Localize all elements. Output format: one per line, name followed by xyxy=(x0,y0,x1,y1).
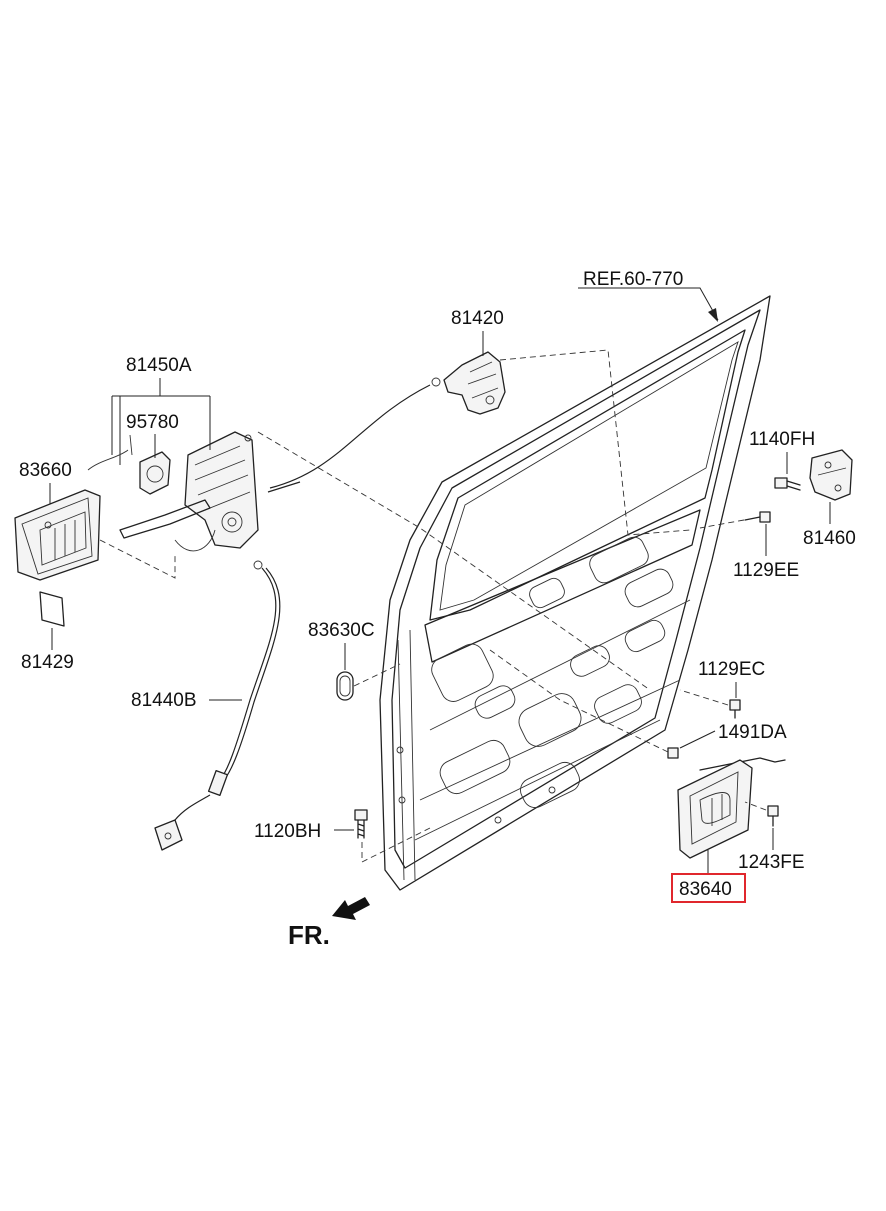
label-81460: 81460 xyxy=(803,528,856,549)
label-ref-60-770: REF.60-770 xyxy=(583,269,683,290)
screw-1129ec xyxy=(729,699,741,719)
label-1140fh: 1140FH xyxy=(749,429,815,450)
leader-81450a xyxy=(111,378,211,465)
door-panel xyxy=(379,295,771,891)
pad-81429 xyxy=(39,591,65,627)
arrowhead-ref xyxy=(708,308,718,322)
outside-handle-83660 xyxy=(14,489,101,581)
rod-1491da xyxy=(667,747,786,771)
latch-assembly-81450a xyxy=(119,431,259,552)
dashed-1120bh-to-door xyxy=(361,827,431,863)
dashed-81450a-to-door xyxy=(257,431,651,691)
inside-handle-83640 xyxy=(677,759,753,859)
hinge-81460 xyxy=(809,449,853,501)
label-81440b: 81440B xyxy=(131,690,197,711)
label-83630c: 83630C xyxy=(308,620,375,641)
bolt-1140fh xyxy=(774,477,801,491)
upper-cable xyxy=(269,384,431,489)
label-83660: 83660 xyxy=(19,460,72,481)
dashed-83630c-to-door xyxy=(353,663,401,687)
leader-ref xyxy=(578,287,719,321)
upper-cable-sheath xyxy=(267,481,301,493)
highlight-box-83640 xyxy=(671,873,746,903)
bolt-1120bh xyxy=(354,809,368,839)
dashed-81420-to-door xyxy=(499,349,691,536)
dashed-1129ec-to-door xyxy=(679,689,729,706)
screw-1243fe xyxy=(767,805,779,827)
front-direction-label: FR. xyxy=(288,920,330,950)
dashed-1243fe-to-handle xyxy=(744,801,767,811)
front-arrow-icon xyxy=(332,897,370,920)
label-83640: 83640 xyxy=(679,879,732,900)
label-1120bh: 1120BH xyxy=(254,821,321,842)
label-81429: 81429 xyxy=(21,652,74,673)
grommet-83630c xyxy=(336,671,354,701)
upper-latch-81420 xyxy=(431,351,506,415)
dashed-1129ee-to-door xyxy=(699,519,745,529)
dashed-83660-to-latch xyxy=(99,539,176,579)
screw-1129ee xyxy=(744,511,771,523)
leader-1491da xyxy=(679,730,716,749)
label-1129ee: 1129EE xyxy=(733,560,799,581)
label-81420: 81420 xyxy=(451,308,504,329)
label-1129ec: 1129EC xyxy=(698,659,765,680)
label-1243fe: 1243FE xyxy=(738,852,805,873)
label-81450a: 81450A xyxy=(126,355,192,376)
lower-cable-81440b xyxy=(154,560,281,851)
label-95780: 95780 xyxy=(126,412,179,433)
actuator-95780 xyxy=(87,434,171,495)
label-1491da: 1491DA xyxy=(718,722,787,743)
